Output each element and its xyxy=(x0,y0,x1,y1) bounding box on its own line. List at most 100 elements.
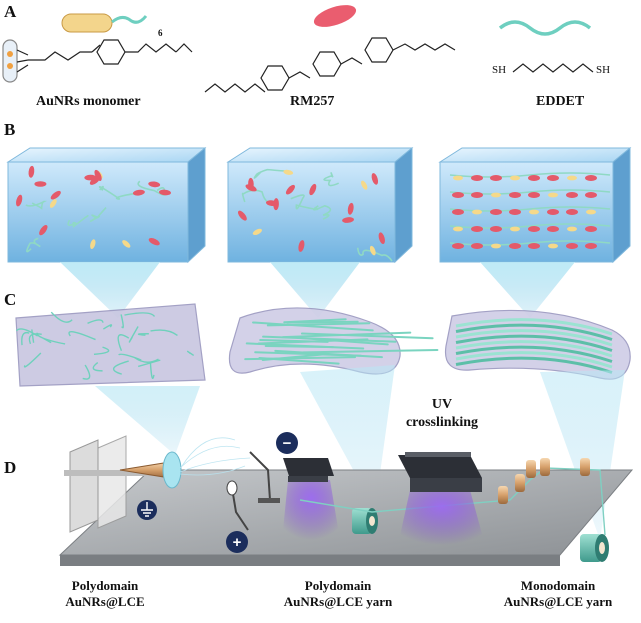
mesogen-rod xyxy=(94,169,102,181)
mesogen-rod xyxy=(585,192,597,198)
projection-cone-right xyxy=(480,262,575,318)
mesogen-rod xyxy=(265,200,278,207)
polymer-chain xyxy=(290,194,319,211)
mesogen-rod xyxy=(34,181,47,187)
caption-polydomain-aunrs-lce: Polydomain AuNRs@LCE xyxy=(40,578,170,610)
mesogen-rod xyxy=(490,226,502,232)
fiber-strand xyxy=(259,339,329,343)
gold-nanorod xyxy=(283,169,294,175)
caption-right-line1: Monodomain xyxy=(520,578,596,593)
mesogen-rod xyxy=(148,238,160,246)
fiber-strand xyxy=(120,314,124,329)
projection-cone-middle xyxy=(270,262,360,318)
fiber-strand xyxy=(261,353,325,361)
mesogen-rod xyxy=(452,192,464,198)
polymer-chain xyxy=(89,207,107,222)
mesogen-rod xyxy=(585,226,597,232)
mesogen-rod xyxy=(378,232,385,245)
gold-nanorod xyxy=(369,245,376,256)
aligned-fiber xyxy=(455,323,613,341)
mesogen-rod xyxy=(566,209,578,215)
eddet-sh-right: SH xyxy=(596,64,611,76)
aligned-fiber xyxy=(455,318,613,336)
mesogen-rod xyxy=(132,189,145,196)
fiber-strand xyxy=(245,342,365,350)
gold-nanorod xyxy=(548,243,558,249)
mesogen-rod xyxy=(471,175,483,181)
fiber-strand xyxy=(92,362,103,372)
aligned-fiber xyxy=(455,351,613,369)
fiber-strand xyxy=(124,312,156,318)
aunrs-subscript: 6 xyxy=(158,28,163,38)
mesogen-rod xyxy=(471,226,483,232)
mesogen-rod xyxy=(16,194,23,207)
gold-nanorod xyxy=(49,199,57,208)
mesogen-rod xyxy=(471,243,483,249)
fiber-strand xyxy=(50,311,73,323)
fiber-strand xyxy=(300,332,434,340)
panel-label-b: B xyxy=(4,120,16,139)
gold-nanorod xyxy=(529,209,539,215)
caption-left-line1: Polydomain xyxy=(71,578,139,593)
guide-rollers xyxy=(498,458,590,504)
projection-cone-c-left xyxy=(95,386,200,455)
eddet-structure xyxy=(512,63,594,73)
uv-label-line1: UV xyxy=(431,397,453,412)
fiber-strand xyxy=(301,349,439,354)
ground-icon xyxy=(137,500,157,520)
mesogen-rod xyxy=(309,183,317,196)
panel-label-c: C xyxy=(4,290,17,309)
mesogen-rod xyxy=(158,189,171,196)
panel-b-cubes xyxy=(6,146,632,318)
fiber-mat-polydomain xyxy=(15,303,206,387)
fiber-strand xyxy=(117,334,130,352)
rods-aligned-right xyxy=(449,172,611,249)
gold-nanorod xyxy=(510,175,520,181)
molecule-label-eddet: EDDET xyxy=(536,94,585,109)
positive-symbol: + xyxy=(233,534,242,551)
fiber-strand xyxy=(150,329,178,336)
caption-left-line2: AuNRs@LCE xyxy=(65,594,145,609)
fiber-strand xyxy=(113,360,129,375)
negative-symbol: − xyxy=(283,435,292,452)
panel-a-molecules xyxy=(2,5,594,93)
eddet-wave-icon xyxy=(498,20,592,36)
gold-nanorod xyxy=(567,175,577,181)
fiber-spray xyxy=(179,437,251,476)
mesogen-rod xyxy=(585,175,597,181)
fiber-strand xyxy=(82,364,91,380)
mesogen-rod xyxy=(509,209,521,215)
molecule-label-rm257: RM257 xyxy=(290,94,335,109)
caption-mid-line1: Polydomain xyxy=(304,578,372,593)
fiber-strand xyxy=(274,349,383,359)
gold-nanorod xyxy=(252,228,262,236)
fiber-strand xyxy=(28,333,42,345)
fiber-strand xyxy=(186,350,195,357)
mesogen-rod xyxy=(566,243,578,249)
rm257-rod-icon xyxy=(313,5,357,27)
molecule-label-aunrs: AuNRs monomer xyxy=(36,94,141,109)
yarn-monodomain xyxy=(444,309,631,380)
fiber-strand xyxy=(128,326,139,343)
electrode-negative: − xyxy=(249,432,298,503)
fiber-strand xyxy=(102,324,113,330)
gold-nanorod xyxy=(122,240,131,248)
gold-nanorod xyxy=(491,243,501,249)
mesogen-rod xyxy=(148,181,161,188)
fiber-strand xyxy=(137,333,149,336)
mesogen-rod xyxy=(245,184,257,192)
fiber-strand xyxy=(21,331,30,346)
aligned-fiber xyxy=(455,340,613,358)
fiber-strand xyxy=(252,321,374,332)
syringe-pump xyxy=(64,435,159,533)
polymer-chain xyxy=(323,172,340,187)
mesogen-rod xyxy=(585,243,597,249)
projection-cone-left xyxy=(60,262,160,318)
mesogen-rod xyxy=(509,243,521,249)
polymer-chain xyxy=(98,185,139,200)
gold-nanorod xyxy=(453,175,463,181)
gold-nanorod xyxy=(567,226,577,232)
fiber-strand xyxy=(149,362,155,379)
